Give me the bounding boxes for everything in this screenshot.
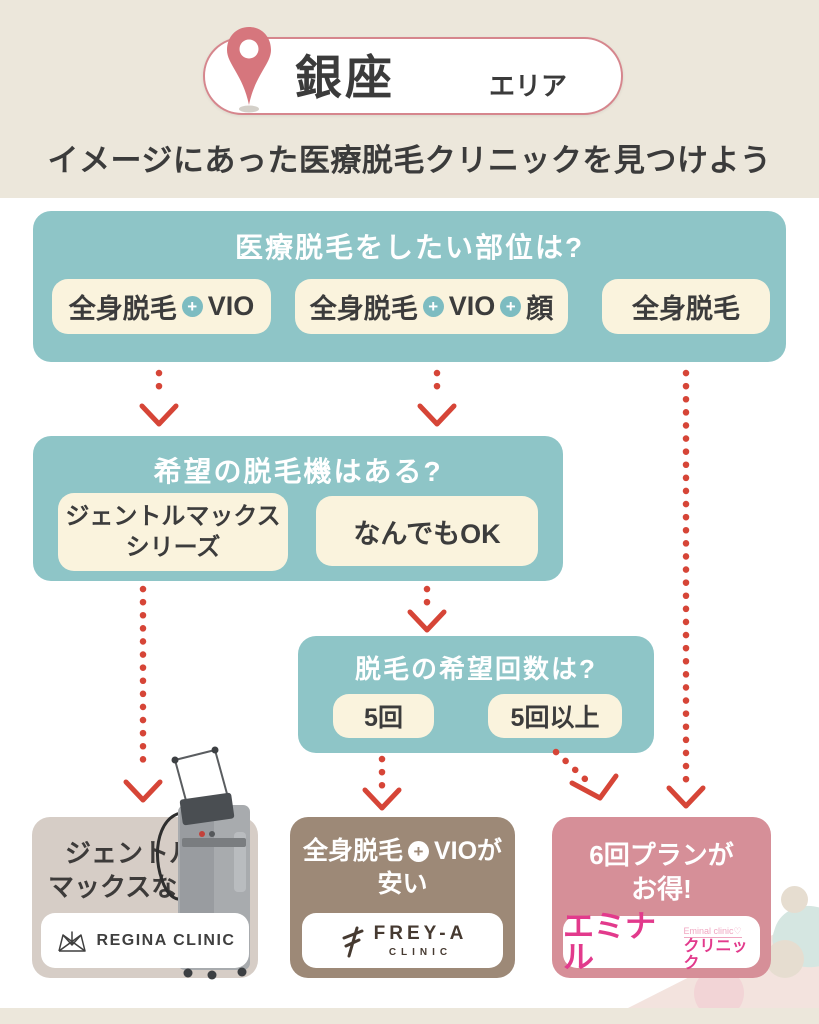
plus-icon (407, 840, 429, 862)
option-5-times-plus[interactable]: 5回以上 (488, 694, 622, 738)
option-gentlemax-series[interactable]: ジェントルマックス シリーズ (58, 493, 288, 571)
eminal-clinic-sub: クリニック (683, 937, 748, 973)
option-label: シリーズ (125, 534, 221, 561)
page-title: イメージにあった医療脱毛クリニックを見つけよう (47, 143, 772, 178)
decorative-dot (781, 886, 808, 913)
area-badge: 銀座 エリア (203, 27, 623, 115)
option-zenshin-vio-face[interactable]: 全身脱毛 VIO 顔 (295, 279, 568, 334)
option-label: 全身脱毛 (309, 294, 418, 324)
regina-clinic-name: REGINA CLINIC (96, 931, 236, 949)
regina-clinic-logo[interactable]: REGINA CLINIC (41, 913, 249, 968)
option-5-times[interactable]: 5回 (333, 694, 434, 738)
freya-clinic-sub: CLINIC (388, 946, 453, 958)
option-label: VIO (448, 291, 496, 321)
option-label: なんでもOK (353, 518, 501, 549)
result-card-eminal[interactable]: 6回プランが お得! エミナル Eminal clinic♡ クリニック (552, 817, 771, 978)
crown-icon (57, 930, 86, 952)
freya-icon (342, 926, 364, 957)
result-card-freya[interactable]: 全身脱毛 VIOが 安い FREY-A CLINIC (290, 817, 515, 978)
option-label: 5回以上 (510, 704, 600, 732)
question-title: 希望の脱毛機はある? (153, 456, 443, 487)
option-label: VIO (207, 291, 255, 321)
question-box-sessions: 脱毛の希望回数は? 5回 5回以上 (298, 636, 654, 753)
result-text: 6回プランが お得! (589, 840, 734, 904)
option-label: 全身脱毛 (68, 294, 177, 324)
option-anything-ok[interactable]: なんでもOK (316, 496, 538, 566)
option-zenshin-vio[interactable]: 全身脱毛 VIO (52, 279, 271, 334)
decorative-dot (766, 940, 804, 978)
option-label: 顔 (526, 294, 554, 324)
question-title: 脱毛の希望回数は? (355, 654, 597, 684)
eminal-clinic-name: エミナル (563, 909, 656, 975)
freya-clinic-name: FREY-A (373, 922, 468, 944)
plus-icon (500, 296, 522, 317)
eminal-clinic-logo[interactable]: エミナル Eminal clinic♡ クリニック (563, 911, 760, 973)
option-label: ジェントルマックス (65, 502, 281, 530)
bottom-band (0, 1008, 819, 1024)
area-name: 銀座 (295, 51, 395, 104)
option-label: 全身脱毛 (632, 294, 740, 324)
result-text: 全身脱毛 VIOが 安い (290, 835, 515, 900)
map-pin-icon (227, 27, 271, 113)
plus-icon (422, 296, 444, 317)
question-title: 医療脱毛をしたい部位は? (234, 232, 585, 263)
area-suffix: エリア (489, 71, 568, 101)
question-box-body-parts: 医療脱毛をしたい部位は? 全身脱毛 VIO 全身脱毛 VIO 顔 全身脱毛 (33, 211, 786, 362)
question-box-machine: 希望の脱毛機はある? ジェントルマックス シリーズ なんでもOK (33, 436, 563, 581)
option-label: 5回 (364, 704, 403, 732)
eminal-clinic-en: Eminal clinic♡ (683, 926, 742, 938)
plus-icon (181, 296, 203, 317)
option-zenshin[interactable]: 全身脱毛 (602, 279, 770, 334)
freya-clinic-logo[interactable]: FREY-A CLINIC (302, 913, 503, 968)
